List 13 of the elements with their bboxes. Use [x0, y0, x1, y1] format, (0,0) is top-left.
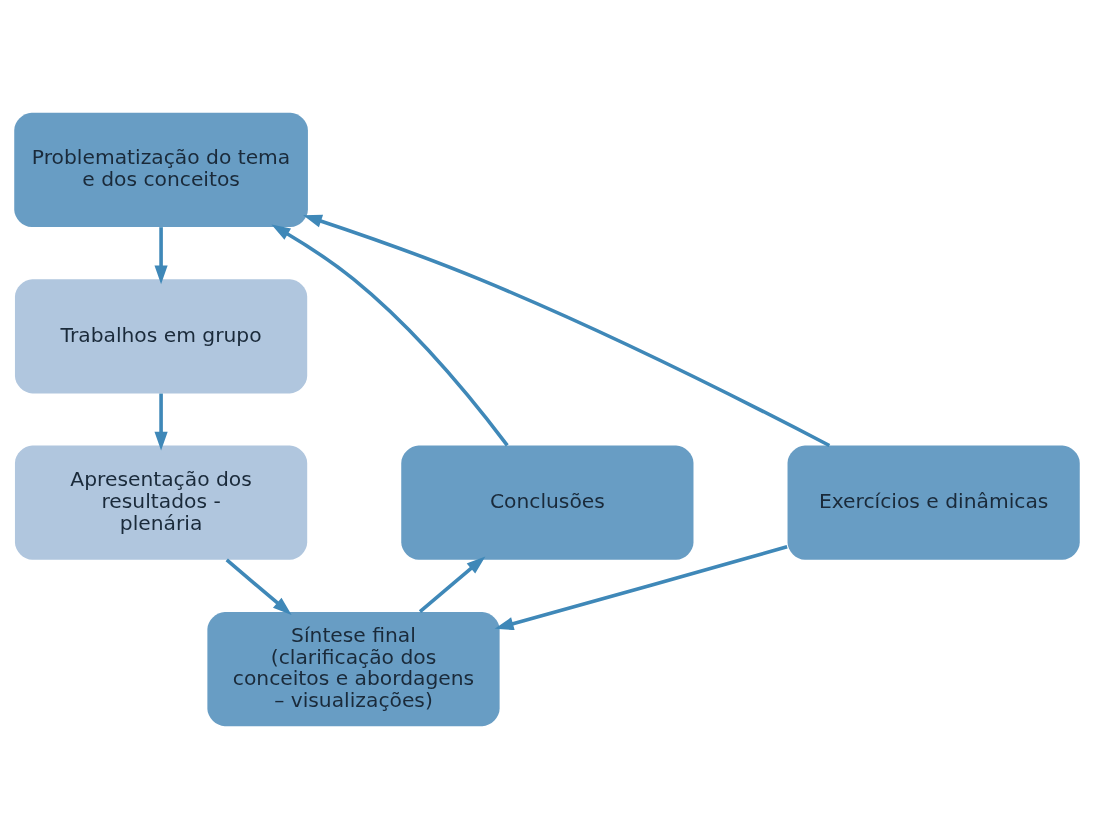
arrow	[154, 393, 168, 451]
arrow	[154, 226, 168, 284]
arrow	[303, 214, 831, 447]
arrow	[271, 224, 509, 446]
node-box: Problematização do tema e dos conceitos	[14, 112, 308, 227]
node-box: Trabalhos em grupo	[14, 278, 308, 393]
arrow	[225, 558, 292, 615]
node-box: Conclusões	[401, 445, 694, 560]
node-box: Exercícios e dinâmicas	[787, 445, 1080, 560]
node-box: Síntese final (clarificação dos conceitos e abordagens – visualizações)	[207, 611, 500, 726]
node-box: Apresentação dos resultados - plenária	[14, 445, 308, 560]
arrow	[418, 555, 486, 613]
arrow	[494, 544, 788, 630]
